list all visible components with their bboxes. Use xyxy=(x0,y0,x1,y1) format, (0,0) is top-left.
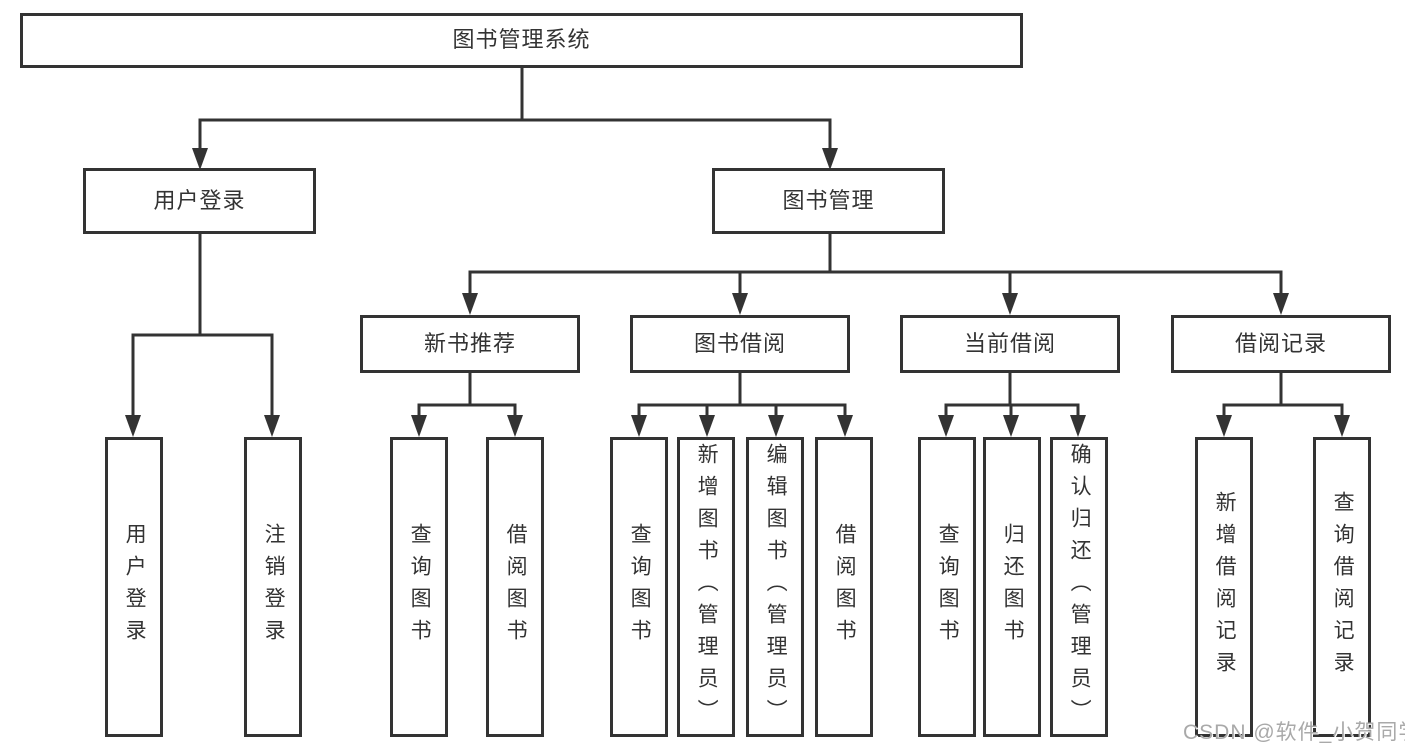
edges-root-to-level2 xyxy=(192,66,838,170)
node-new-book-rec: 新书推荐 xyxy=(360,315,580,373)
node-leaf-add-book-admin: 新增图书（管理员） xyxy=(677,437,735,737)
node-leaf-logout: 注销登录 xyxy=(244,437,302,737)
node-label: 查询借阅记录 xyxy=(1331,491,1355,683)
node-label: 查询图书 xyxy=(408,523,432,651)
node-label: 借阅图书 xyxy=(833,523,857,651)
node-label: 用户登录 xyxy=(123,523,147,651)
edges-user-login-children xyxy=(125,232,280,437)
node-label: 图书管理 xyxy=(782,187,875,213)
node-leaf-borrow-books-1: 借阅图书 xyxy=(486,437,544,737)
edges-borrow-records-children xyxy=(1216,372,1350,437)
node-label: 新增图书（管理员） xyxy=(695,443,719,731)
node-label: 用户登录 xyxy=(153,187,246,213)
node-label: 新增借阅记录 xyxy=(1213,491,1237,683)
edges-new-book-rec-children xyxy=(411,372,523,437)
node-leaf-query-books-2: 查询图书 xyxy=(610,437,668,737)
node-leaf-query-borrow-record: 查询借阅记录 xyxy=(1313,437,1371,737)
node-book-borrow: 图书借阅 xyxy=(630,315,850,373)
node-label: 查询图书 xyxy=(628,523,652,651)
node-leaf-return-book: 归还图书 xyxy=(983,437,1041,737)
node-leaf-add-borrow-record: 新增借阅记录 xyxy=(1195,437,1253,737)
node-label: 新书推荐 xyxy=(423,330,516,356)
node-leaf-user-login: 用户登录 xyxy=(105,437,163,737)
node-current-borrow: 当前借阅 xyxy=(900,315,1120,373)
node-user-login: 用户登录 xyxy=(83,168,316,234)
node-label: 注销登录 xyxy=(262,523,286,651)
node-label: 编辑图书（管理员） xyxy=(764,443,788,731)
node-leaf-query-books-1: 查询图书 xyxy=(390,437,448,737)
node-label: 归还图书 xyxy=(1001,523,1025,651)
node-label: 借阅记录 xyxy=(1234,330,1327,356)
node-leaf-query-books-3: 查询图书 xyxy=(918,437,976,737)
edges-current-borrow-children xyxy=(938,372,1086,437)
node-borrow-records: 借阅记录 xyxy=(1171,315,1391,373)
node-book-mgmt: 图书管理 xyxy=(712,168,945,234)
node-label: 查询图书 xyxy=(936,523,960,651)
node-label: 图书借阅 xyxy=(693,330,786,356)
node-leaf-borrow-books-2: 借阅图书 xyxy=(815,437,873,737)
edges-book-mgmt-children xyxy=(462,232,1289,315)
node-leaf-edit-book-admin: 编辑图书（管理员） xyxy=(746,437,804,737)
edges-book-borrow-children xyxy=(631,372,853,437)
node-leaf-confirm-return-admin: 确认归还（管理员） xyxy=(1050,437,1108,737)
node-label: 图书管理系统 xyxy=(452,27,591,53)
node-label: 确认归还（管理员） xyxy=(1068,443,1092,731)
csdn-watermark: CSDN @软件_小贺同学 xyxy=(1183,721,1405,744)
node-root: 图书管理系统 xyxy=(20,13,1023,68)
node-label: 借阅图书 xyxy=(504,523,528,651)
node-label: 当前借阅 xyxy=(963,330,1056,356)
